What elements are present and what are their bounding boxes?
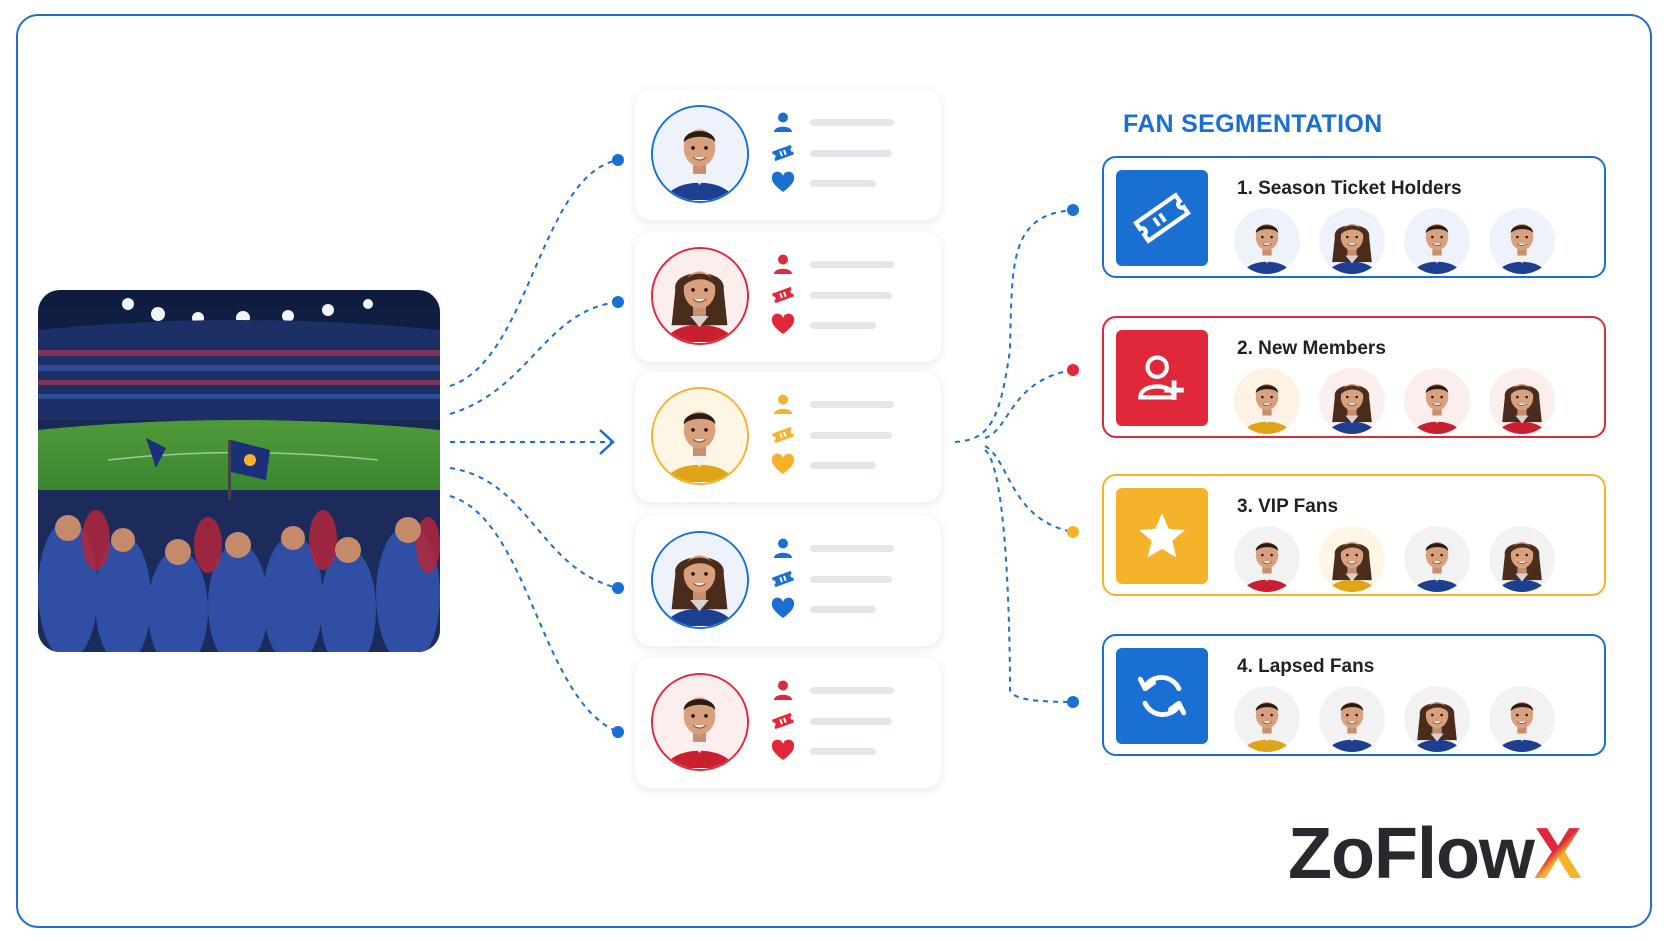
segment-card[interactable]: 2. New Members [1102,316,1606,438]
placeholder-line [810,150,892,157]
heart-icon [771,453,795,477]
placeholder-line [810,322,876,329]
brand-mark: X [1533,814,1582,894]
fan-avatar [1234,208,1300,274]
fan-avatar [1404,208,1470,274]
stadium-crowd-image [38,290,440,652]
user-icon [771,252,795,276]
fan-avatar [1234,686,1300,752]
profile-avatar [651,387,749,485]
ticket-icon [771,423,795,447]
segment-card[interactable]: 3. VIP Fans [1102,474,1606,596]
segment-label: 4. Lapsed Fans [1237,656,1375,677]
fan-avatar [1404,368,1470,434]
user-icon [771,392,795,416]
star-icon [1133,507,1191,565]
fan-avatar [1234,526,1300,592]
placeholder-line [810,748,876,755]
add-user-icon [1133,349,1191,407]
brand-logo: ZoFlowX [1288,814,1582,894]
profile-avatar [651,531,749,629]
ticket-icon [1133,189,1191,247]
fan-avatar [1404,526,1470,592]
placeholder-line [810,119,894,126]
refresh-icon [1133,667,1191,725]
connector-dots [612,154,1079,738]
placeholder-line [810,718,892,725]
heart-icon [771,313,795,337]
placeholder-line [810,432,892,439]
user-icon [771,110,795,134]
ticket-icon [771,283,795,307]
placeholder-line [810,261,894,268]
segment-icon-tile [1116,170,1208,266]
diagram-frame [16,14,1652,928]
ticket-icon [771,141,795,165]
page-title: FAN SEGMENTATION [1123,110,1383,138]
profile-card[interactable] [635,90,941,220]
segment-icon-tile [1116,648,1208,744]
segment-label: 2. New Members [1237,338,1386,359]
placeholder-line [810,401,894,408]
segment-card[interactable]: 4. Lapsed Fans [1102,634,1606,756]
fan-avatar [1319,208,1385,274]
fan-avatar [1489,208,1555,274]
fan-avatar [1234,368,1300,434]
segment-icon-tile [1116,330,1208,426]
profile-card[interactable] [635,658,941,788]
profile-avatar [651,247,749,345]
segment-card[interactable]: 1. Season Ticket Holders [1102,156,1606,278]
placeholder-line [810,180,876,187]
profile-avatar [651,105,749,203]
profile-card[interactable] [635,516,941,646]
fan-avatar [1489,368,1555,434]
heart-icon [771,739,795,763]
segment-label: 3. VIP Fans [1237,496,1339,517]
placeholder-line [810,462,876,469]
fan-avatar [1319,686,1385,752]
placeholder-line [810,687,894,694]
placeholder-line [810,576,892,583]
fan-avatar [1404,686,1470,752]
heart-icon [771,597,795,621]
fan-avatar [1489,686,1555,752]
fan-avatar [1319,526,1385,592]
ticket-icon [771,709,795,733]
segment-icon-tile [1116,488,1208,584]
profile-card[interactable] [635,372,941,502]
brand-name: ZoFlow [1288,814,1535,894]
segment-label: 1. Season Ticket Holders [1237,178,1462,199]
user-icon [771,536,795,560]
profile-avatar [651,673,749,771]
fan-avatar [1489,526,1555,592]
user-icon [771,678,795,702]
heart-icon [771,171,795,195]
profile-card[interactable] [635,232,941,362]
ticket-icon [771,567,795,591]
placeholder-line [810,545,894,552]
placeholder-line [810,606,876,613]
placeholder-line [810,292,892,299]
fan-avatar [1319,368,1385,434]
